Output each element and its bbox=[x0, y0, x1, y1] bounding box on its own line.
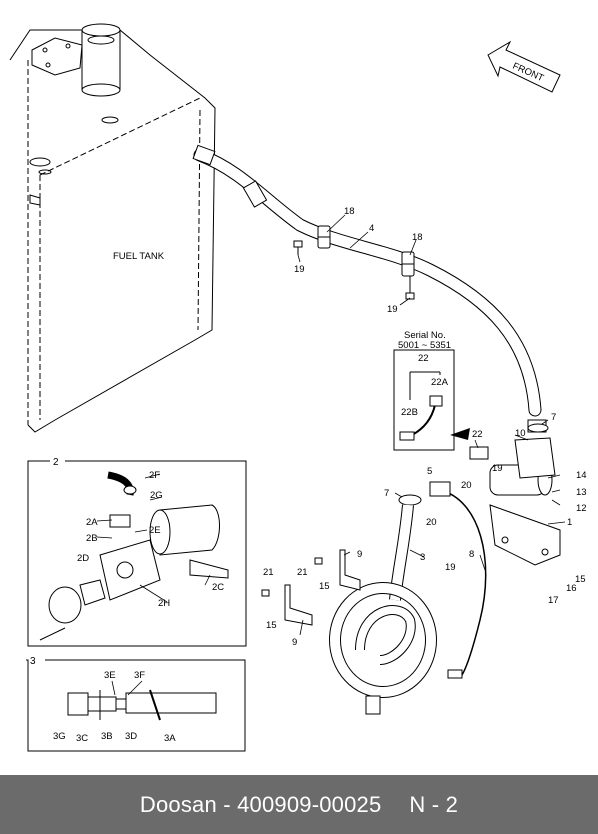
callout-20a: 20 bbox=[461, 480, 472, 491]
inset-3-frame: 3 bbox=[26, 656, 246, 752]
fitting-7-top bbox=[527, 423, 549, 433]
callout-18b: 18 bbox=[412, 232, 423, 243]
callout-2g: 2G bbox=[150, 490, 163, 501]
callout-15a: 15 bbox=[575, 574, 586, 585]
callout-3d: 3D bbox=[125, 731, 137, 742]
inset-3-connector-exploded bbox=[67, 689, 217, 721]
front-arrow: FRONT bbox=[487, 40, 561, 93]
fitting-22 bbox=[469, 446, 489, 460]
parts-diagram: FUEL TANK FRONT Serial No. 5001 ~ 5351 bbox=[9, 23, 587, 752]
callout-22a: 22A bbox=[431, 377, 449, 388]
callout-7a: 7 bbox=[551, 412, 556, 423]
callout-3c: 3C bbox=[76, 733, 88, 744]
callout-12: 12 bbox=[576, 503, 587, 514]
wire-connector bbox=[447, 669, 463, 679]
callout-20b: 20 bbox=[426, 517, 437, 528]
callout-14: 14 bbox=[576, 470, 587, 481]
callout-17: 17 bbox=[548, 595, 559, 606]
serial-detail-box: Serial No. 5001 ~ 5351 bbox=[393, 330, 470, 451]
inset-2-number: 2 bbox=[53, 457, 59, 468]
footer-part-number: 400909-00025 bbox=[237, 791, 382, 817]
callout-2a: 2A bbox=[86, 517, 98, 528]
callout-2f: 2F bbox=[149, 470, 160, 481]
fitting-7-lower bbox=[398, 494, 422, 506]
callout-19d: 19 bbox=[445, 562, 456, 573]
callout-2d: 2D bbox=[77, 553, 89, 564]
callout-15c: 15 bbox=[266, 620, 277, 631]
sensor-wire bbox=[439, 489, 487, 676]
callout-19b: 19 bbox=[387, 304, 398, 315]
callout-1: 1 bbox=[567, 517, 572, 528]
fuel-pump-assembly bbox=[489, 419, 561, 566]
callout-7b: 7 bbox=[384, 488, 389, 499]
callout-22-serial: 22 bbox=[418, 353, 429, 364]
fuel-tank-label: FUEL TANK bbox=[113, 251, 165, 262]
tank-fitting bbox=[192, 144, 216, 166]
callout-15b: 15 bbox=[319, 581, 330, 592]
callout-2h: 2H bbox=[158, 598, 170, 609]
callout-8: 8 bbox=[469, 549, 474, 560]
callout-4: 4 bbox=[369, 223, 374, 234]
callout-2c: 2C bbox=[212, 582, 224, 593]
callout-22b: 22B bbox=[401, 407, 418, 418]
bolts-21 bbox=[261, 557, 323, 597]
callout-9b: 9 bbox=[292, 637, 297, 648]
footer-page: N - 2 bbox=[409, 791, 459, 817]
callout-13: 13 bbox=[576, 487, 587, 498]
callout-10: 10 bbox=[515, 428, 526, 439]
callout-5: 5 bbox=[427, 466, 432, 477]
callout-labels: 18 4 18 19 19 22 22A 22B 7 10 22 19 5 20… bbox=[53, 206, 587, 744]
inset-3-number: 3 bbox=[30, 656, 36, 667]
callout-3e: 3E bbox=[104, 670, 116, 681]
inset-2-frame: 2 bbox=[27, 457, 247, 647]
callout-9a: 9 bbox=[357, 549, 362, 560]
hose-adapter bbox=[242, 180, 268, 208]
callout-18a: 18 bbox=[344, 206, 355, 217]
inset-2-pump-exploded bbox=[39, 471, 229, 641]
callout-3f: 3F bbox=[134, 670, 145, 681]
callout-19a: 19 bbox=[294, 264, 305, 275]
footer-dash: - bbox=[223, 791, 231, 817]
callout-2e: 2E bbox=[149, 525, 161, 536]
hose-clamp-18-right bbox=[401, 251, 415, 277]
callout-3: 3 bbox=[420, 552, 425, 563]
footer-bar: Doosan - 400909-00025 N - 2 bbox=[0, 775, 598, 834]
serial-range: 5001 ~ 5351 bbox=[398, 340, 451, 351]
hose-clamp-18-left bbox=[317, 225, 331, 249]
callout-22: 22 bbox=[472, 429, 483, 440]
bracket-9-lower bbox=[284, 584, 313, 626]
fuel-tank bbox=[9, 23, 216, 433]
fuel-strainer-loop bbox=[329, 582, 437, 715]
fitting-5 bbox=[429, 481, 451, 497]
callout-3g: 3G bbox=[53, 731, 66, 742]
callout-16: 16 bbox=[566, 583, 577, 594]
bolt-19-left bbox=[293, 240, 303, 255]
callout-3a: 3A bbox=[164, 733, 176, 744]
bracket-9-upper bbox=[339, 549, 361, 591]
serial-title: Serial No. bbox=[404, 330, 446, 341]
callout-21b: 21 bbox=[297, 567, 308, 578]
callout-3b: 3B bbox=[101, 731, 113, 742]
callout-19c: 19 bbox=[492, 463, 503, 474]
callout-2b: 2B bbox=[86, 533, 98, 544]
leader-lines bbox=[96, 214, 566, 696]
callout-21a: 21 bbox=[263, 567, 274, 578]
bolt-19-right bbox=[405, 276, 415, 300]
footer-brand: Doosan bbox=[139, 791, 217, 817]
